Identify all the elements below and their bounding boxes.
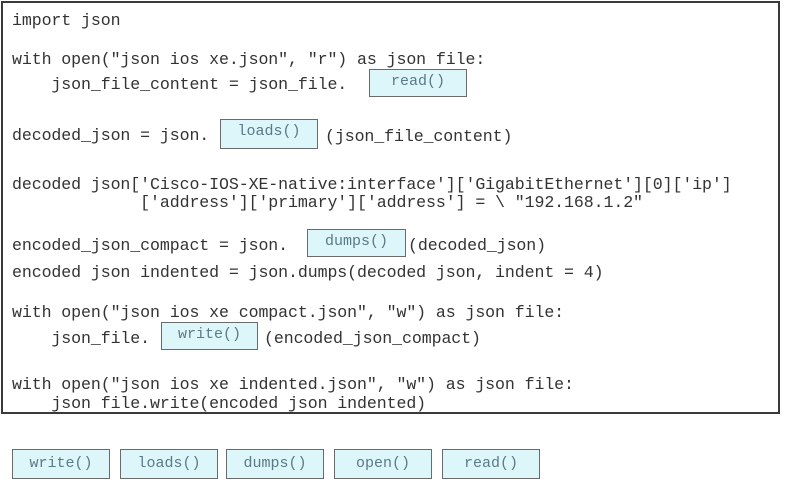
code-line: json_file_content = json_file. — [12, 75, 348, 94]
code-panel: import json with open("json ios xe.json"… — [1, 1, 780, 414]
code-line: (decoded_json) — [408, 236, 547, 255]
option-loads[interactable]: loads() — [120, 449, 218, 479]
code-line: json_file. — [12, 329, 151, 348]
code-line: (json_file_content) — [325, 127, 513, 146]
option-open[interactable]: open() — [334, 449, 432, 479]
option-read[interactable]: read() — [442, 449, 540, 479]
drop-target-read[interactable]: read() — [369, 69, 467, 97]
option-dumps[interactable]: dumps() — [226, 449, 324, 479]
code-line: encoded json indented = json.dumps(decod… — [12, 263, 604, 282]
drop-target-write[interactable]: write() — [161, 322, 258, 350]
code-line: decoded json['Cisco-IOS-XE-native:interf… — [12, 175, 732, 194]
code-line: with open("json ios xe indented.json", "… — [12, 375, 574, 394]
code-line: encoded_json_compact = json. — [12, 236, 289, 255]
code-line: with open("json ios xe.json", "r") as js… — [12, 50, 486, 69]
drop-target-dumps[interactable]: dumps() — [307, 229, 406, 257]
code-line: with open("json ios xe compact.json", "w… — [12, 303, 565, 322]
code-line: decoded_json = json. — [12, 126, 210, 145]
code-line: json file.write(encoded json indented) — [12, 394, 427, 413]
code-line: import json — [12, 11, 121, 30]
code-line: (encoded_json_compact) — [264, 329, 481, 348]
option-write[interactable]: write() — [12, 449, 110, 479]
drop-target-loads[interactable]: loads() — [220, 119, 318, 149]
code-line: ['address']['primary']['address'] = \ "1… — [12, 193, 643, 212]
